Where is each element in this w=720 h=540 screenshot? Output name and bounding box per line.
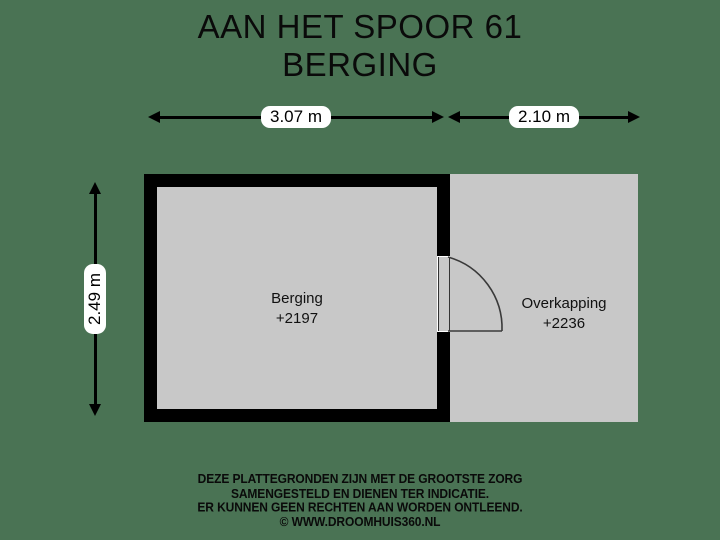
room-area-berging — [157, 187, 437, 409]
footer-line-2: SAMENGESTELD EN DIENEN TER INDICATIE. — [230, 485, 490, 501]
dimension-label-left: 2.49 m — [84, 264, 106, 334]
footer-line-1: DEZE PLATTEGRONDEN ZIJN MET DE GROOTSTE … — [197, 471, 523, 487]
footer-line-4: © WWW.DROOMHUIS360.NL — [279, 514, 441, 529]
room-name-overkapping: Overkapping — [521, 295, 607, 312]
dimension-label-top-right: 2.10 m — [509, 106, 579, 128]
title-address: AAN HET SPOOR 61 — [197, 8, 523, 45]
arrow-left-icon — [448, 111, 460, 123]
arrow-right-icon — [628, 111, 640, 123]
footer-line-3: ER KUNNEN GEEN RECHTEN AAN WORDEN ONTLEE… — [197, 499, 523, 515]
room-label-overkapping: Overkapping +2236 — [494, 294, 634, 334]
door-leaf — [438, 257, 450, 331]
room-area-overkapping — [450, 174, 638, 422]
door-swing-icon — [447, 256, 503, 332]
page-title: AAN HET SPOOR 61 BERGING — [0, 8, 720, 84]
dimension-top-left: 3.07 m — [148, 106, 444, 128]
dimension-label-top-left: 3.07 m — [261, 106, 331, 128]
room-height-berging: +2197 — [275, 310, 319, 327]
footer-disclaimer: DEZE PLATTEGRONDEN ZIJN MET DE GROOTSTE … — [0, 471, 720, 530]
arrow-down-icon — [89, 404, 101, 416]
room-label-berging: Berging +2197 — [237, 289, 357, 329]
room-height-overkapping: +2236 — [542, 315, 586, 332]
arrow-up-icon — [89, 182, 101, 194]
room-name-berging: Berging — [271, 290, 323, 307]
arrow-right-icon — [432, 111, 444, 123]
title-subject: BERGING — [282, 46, 438, 83]
dimension-left-vertical: 2.49 m — [84, 182, 106, 416]
arrow-left-icon — [148, 111, 160, 123]
dimension-top-right: 2.10 m — [448, 106, 640, 128]
